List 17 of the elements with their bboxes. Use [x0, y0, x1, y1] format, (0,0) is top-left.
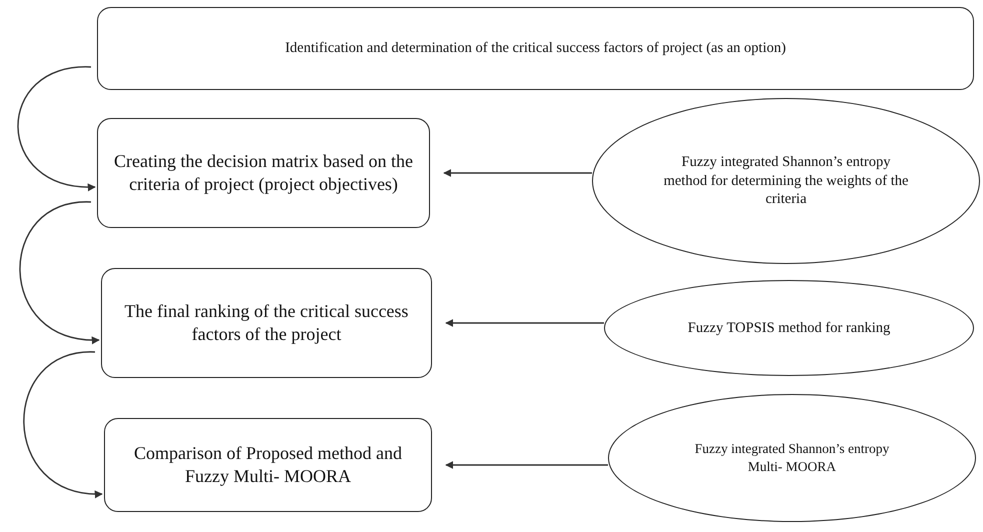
curved-arrow: [23, 351, 103, 498]
curved-arrow: [17, 66, 96, 191]
node-text: Creating the decision matrix based on the criteria of project (project objectives): [113, 150, 414, 196]
node-text: Fuzzy integrated Shannon’s entropy method for determining the weights of the criteria: [663, 152, 909, 210]
node-text: Fuzzy integrated Shannon’s entropy Multi- MOORA: [694, 440, 890, 476]
node-text: Comparison of Proposed method and Fuzzy Multi- MOORA: [133, 442, 403, 488]
curved-arrow: [19, 201, 100, 344]
process-box: [101, 268, 432, 378]
process-box: [104, 418, 432, 512]
arrow: [445, 461, 608, 469]
arrow: [445, 319, 604, 327]
process-box: [97, 7, 974, 90]
node-text: Fuzzy TOPSIS method for ranking: [688, 318, 890, 338]
node-text: Identification and determination of the critical success factors of project (as an option): [285, 39, 786, 58]
node-text: The final ranking of the critical success factors of the project: [124, 300, 410, 346]
process-box: [97, 118, 430, 228]
arrow: [443, 169, 592, 177]
